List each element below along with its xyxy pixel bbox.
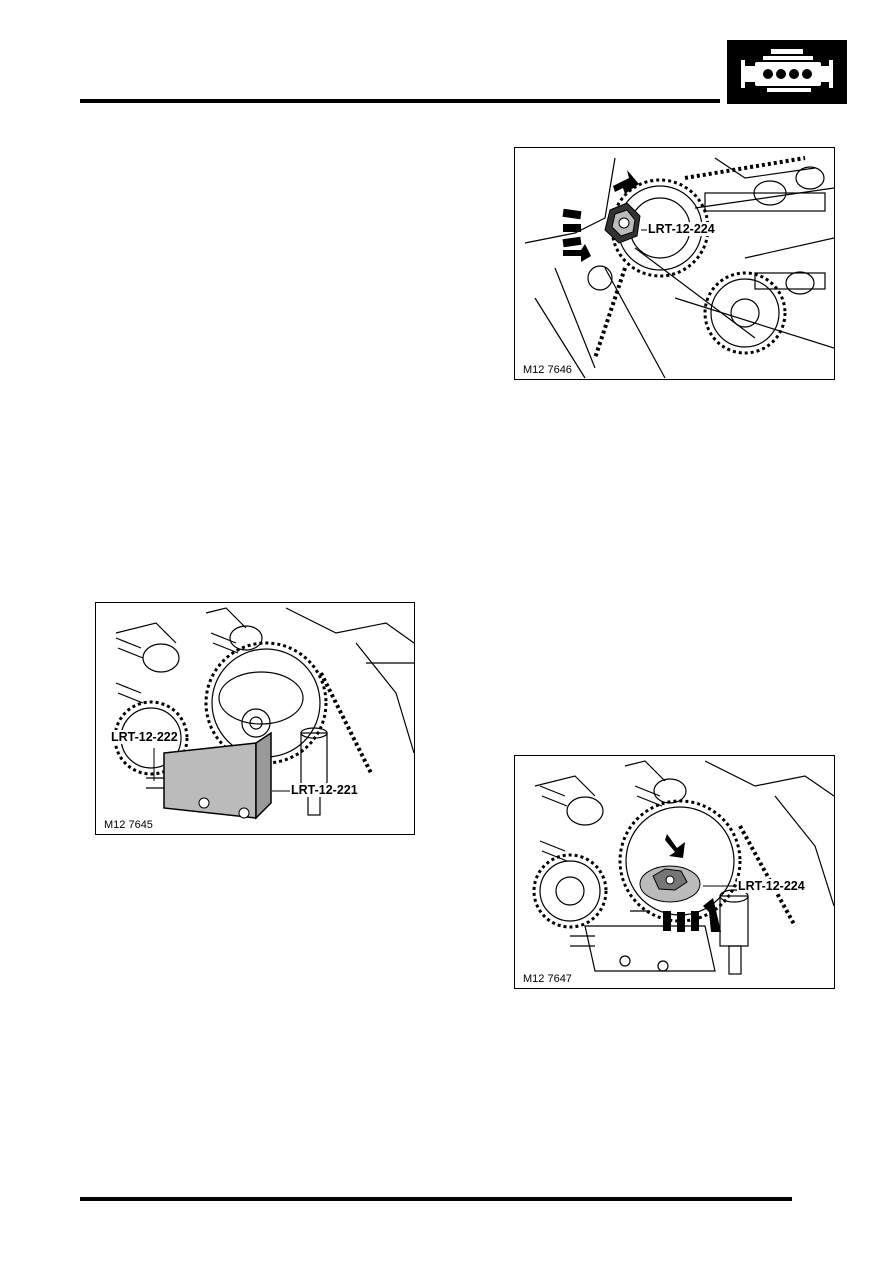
figure-camshaft-sprocket-bolt: LRT-12-224 M12 7646 <box>514 147 835 380</box>
engine-icon <box>727 40 847 104</box>
callout-tool-label: LRT-12-224 <box>737 879 806 893</box>
engine-illustration <box>524 156 834 379</box>
callout-tool-label: LRT-12-221 <box>290 783 359 797</box>
figure-code: M12 7646 <box>521 364 574 376</box>
figure-code: M12 7645 <box>102 819 155 831</box>
footer-rule <box>80 1197 792 1201</box>
callout-tool-label: LRT-12-222 <box>110 730 179 744</box>
figure-sprocket-bolt-tightening: LRT-12-224 M12 7647 <box>514 755 835 989</box>
header-rule <box>80 99 720 103</box>
engine-illustration <box>113 607 414 820</box>
callout-tool-label: LRT-12-224 <box>647 222 716 236</box>
engine-illustration <box>532 760 834 975</box>
figure-code: M12 7647 <box>521 973 574 985</box>
figure-timing-tool-fixture: LRT-12-222 LRT-12-221 M12 7645 <box>95 602 415 835</box>
